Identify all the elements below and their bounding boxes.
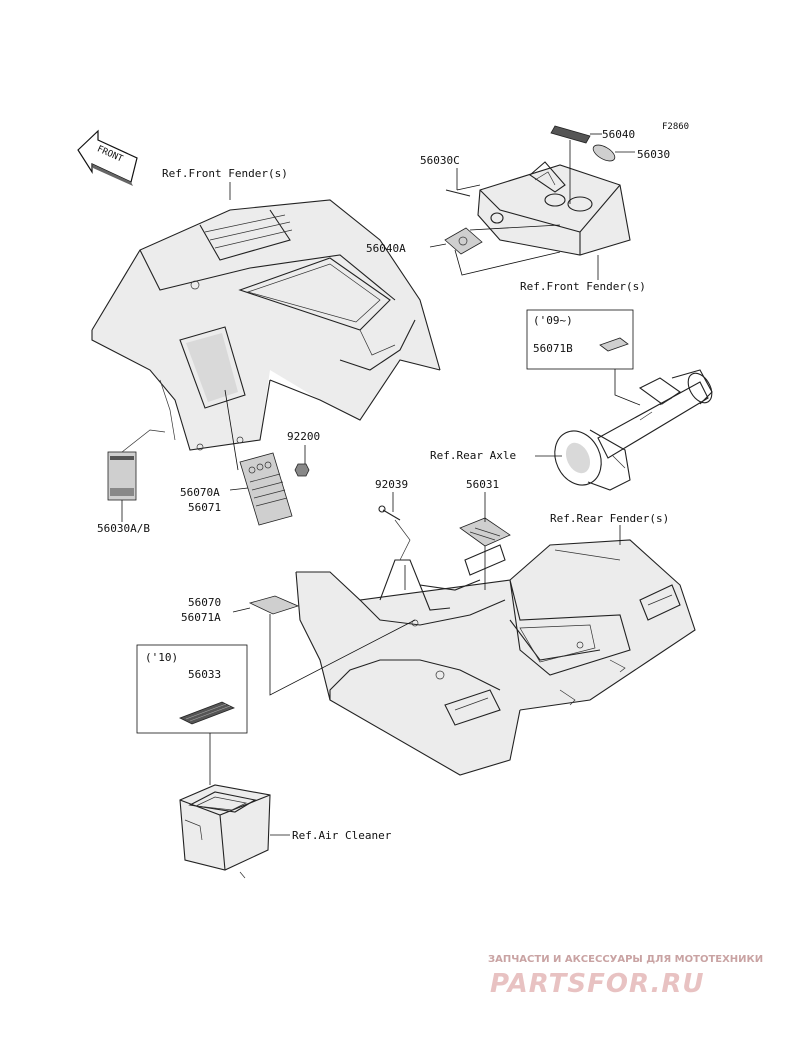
figure-code: F2860 xyxy=(662,122,689,132)
year-10-box xyxy=(136,644,248,734)
watermark-logo: PARTSFOR.RU xyxy=(490,969,704,999)
ref-air-cleaner: Ref.Air Cleaner xyxy=(292,829,392,842)
decal-56031 xyxy=(459,517,511,547)
front-fender-small xyxy=(477,161,631,256)
bolt-92039 xyxy=(378,505,401,521)
watermark-tagline: ЗАПЧАСТИ И АКСЕССУАРЫ ДЛЯ МОТОТЕХНИКИ xyxy=(488,954,763,965)
decal-56040A xyxy=(444,227,483,255)
part-56030AB: 56030A/B xyxy=(97,522,150,535)
year-09-box xyxy=(526,309,634,370)
part-56070: 56070 xyxy=(188,596,221,609)
part-56033: 56033 xyxy=(188,668,221,681)
rear-axle xyxy=(554,369,713,491)
nut-92200 xyxy=(294,463,310,477)
part-56040A: 56040A xyxy=(366,242,406,255)
part-56040: 56040 xyxy=(602,128,635,141)
part-56071: 56071 xyxy=(188,501,221,514)
rear-fender xyxy=(295,519,696,776)
ref-front-fender-2: Ref.Front Fender(s) xyxy=(520,280,646,293)
ref-rear-fender: Ref.Rear Fender(s) xyxy=(550,512,669,525)
part-56071A: 56071A xyxy=(181,611,221,624)
part-92039: 92039 xyxy=(375,478,408,491)
part-92200: 92200 xyxy=(287,430,320,443)
part-56070A: 56070A xyxy=(180,486,220,499)
decal-56040 xyxy=(550,125,591,144)
tag-56030AB xyxy=(107,429,166,501)
decal-56071B xyxy=(599,337,629,352)
clip-56030C xyxy=(445,189,471,197)
decal-56070 xyxy=(248,595,300,615)
decal-56033 xyxy=(179,701,235,725)
year-10-label: ('10) xyxy=(145,651,178,664)
air-cleaner xyxy=(179,784,271,879)
part-56030C: 56030C xyxy=(420,154,460,167)
ref-rear-axle: Ref.Rear Axle xyxy=(430,449,516,462)
washer-56030 xyxy=(592,144,616,162)
front-arrow-icon: FRONT xyxy=(77,129,138,186)
part-56030: 56030 xyxy=(637,148,670,161)
ref-front-fender-1: Ref.Front Fender(s) xyxy=(162,167,288,180)
part-56071B: 56071B xyxy=(533,342,573,355)
label-56070A xyxy=(239,452,293,526)
part-56031: 56031 xyxy=(466,478,499,491)
year-09-label: ('09~) xyxy=(533,314,573,327)
front-fender xyxy=(91,199,441,451)
